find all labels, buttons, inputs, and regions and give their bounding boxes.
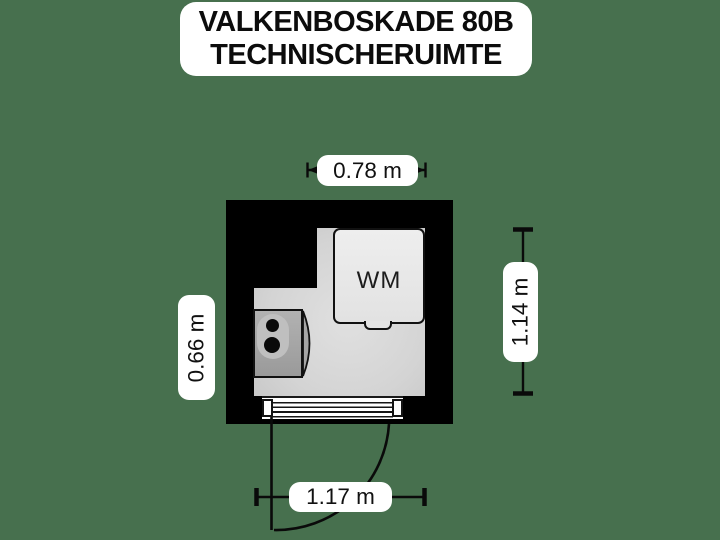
washing-machine-label: WM	[356, 267, 402, 294]
washing-machine: WM	[333, 228, 425, 324]
dimension-value-left: 0.66 m	[183, 313, 209, 382]
title-room-name: TECHNISCHERUIMTE	[210, 39, 502, 71]
louvre-door	[262, 396, 403, 419]
dimension-label-right: 1.14 m	[503, 262, 538, 362]
dimension-label-bottom: 1.17 m	[289, 482, 392, 512]
dimension-label-top: 0.78 m	[317, 155, 418, 186]
dimension-value-top: 0.78 m	[333, 157, 402, 183]
dimension-value-right: 1.14 m	[507, 277, 533, 347]
door-post-right	[392, 399, 403, 417]
dimension-label-left: 0.66 m	[178, 295, 215, 400]
title-box: VALKENBOSKADE 80B TECHNISCHERUIMTE	[180, 2, 532, 76]
washing-machine-notch	[364, 321, 392, 330]
door-post-left	[262, 399, 273, 417]
title-address: VALKENBOSKADE 80B	[198, 6, 514, 38]
door-slats	[272, 402, 393, 418]
boiler-knob-top	[266, 319, 279, 332]
dimension-value-bottom: 1.17 m	[306, 484, 375, 509]
boiler-knob-bottom	[264, 337, 280, 353]
door-swing-arc	[273, 423, 391, 532]
